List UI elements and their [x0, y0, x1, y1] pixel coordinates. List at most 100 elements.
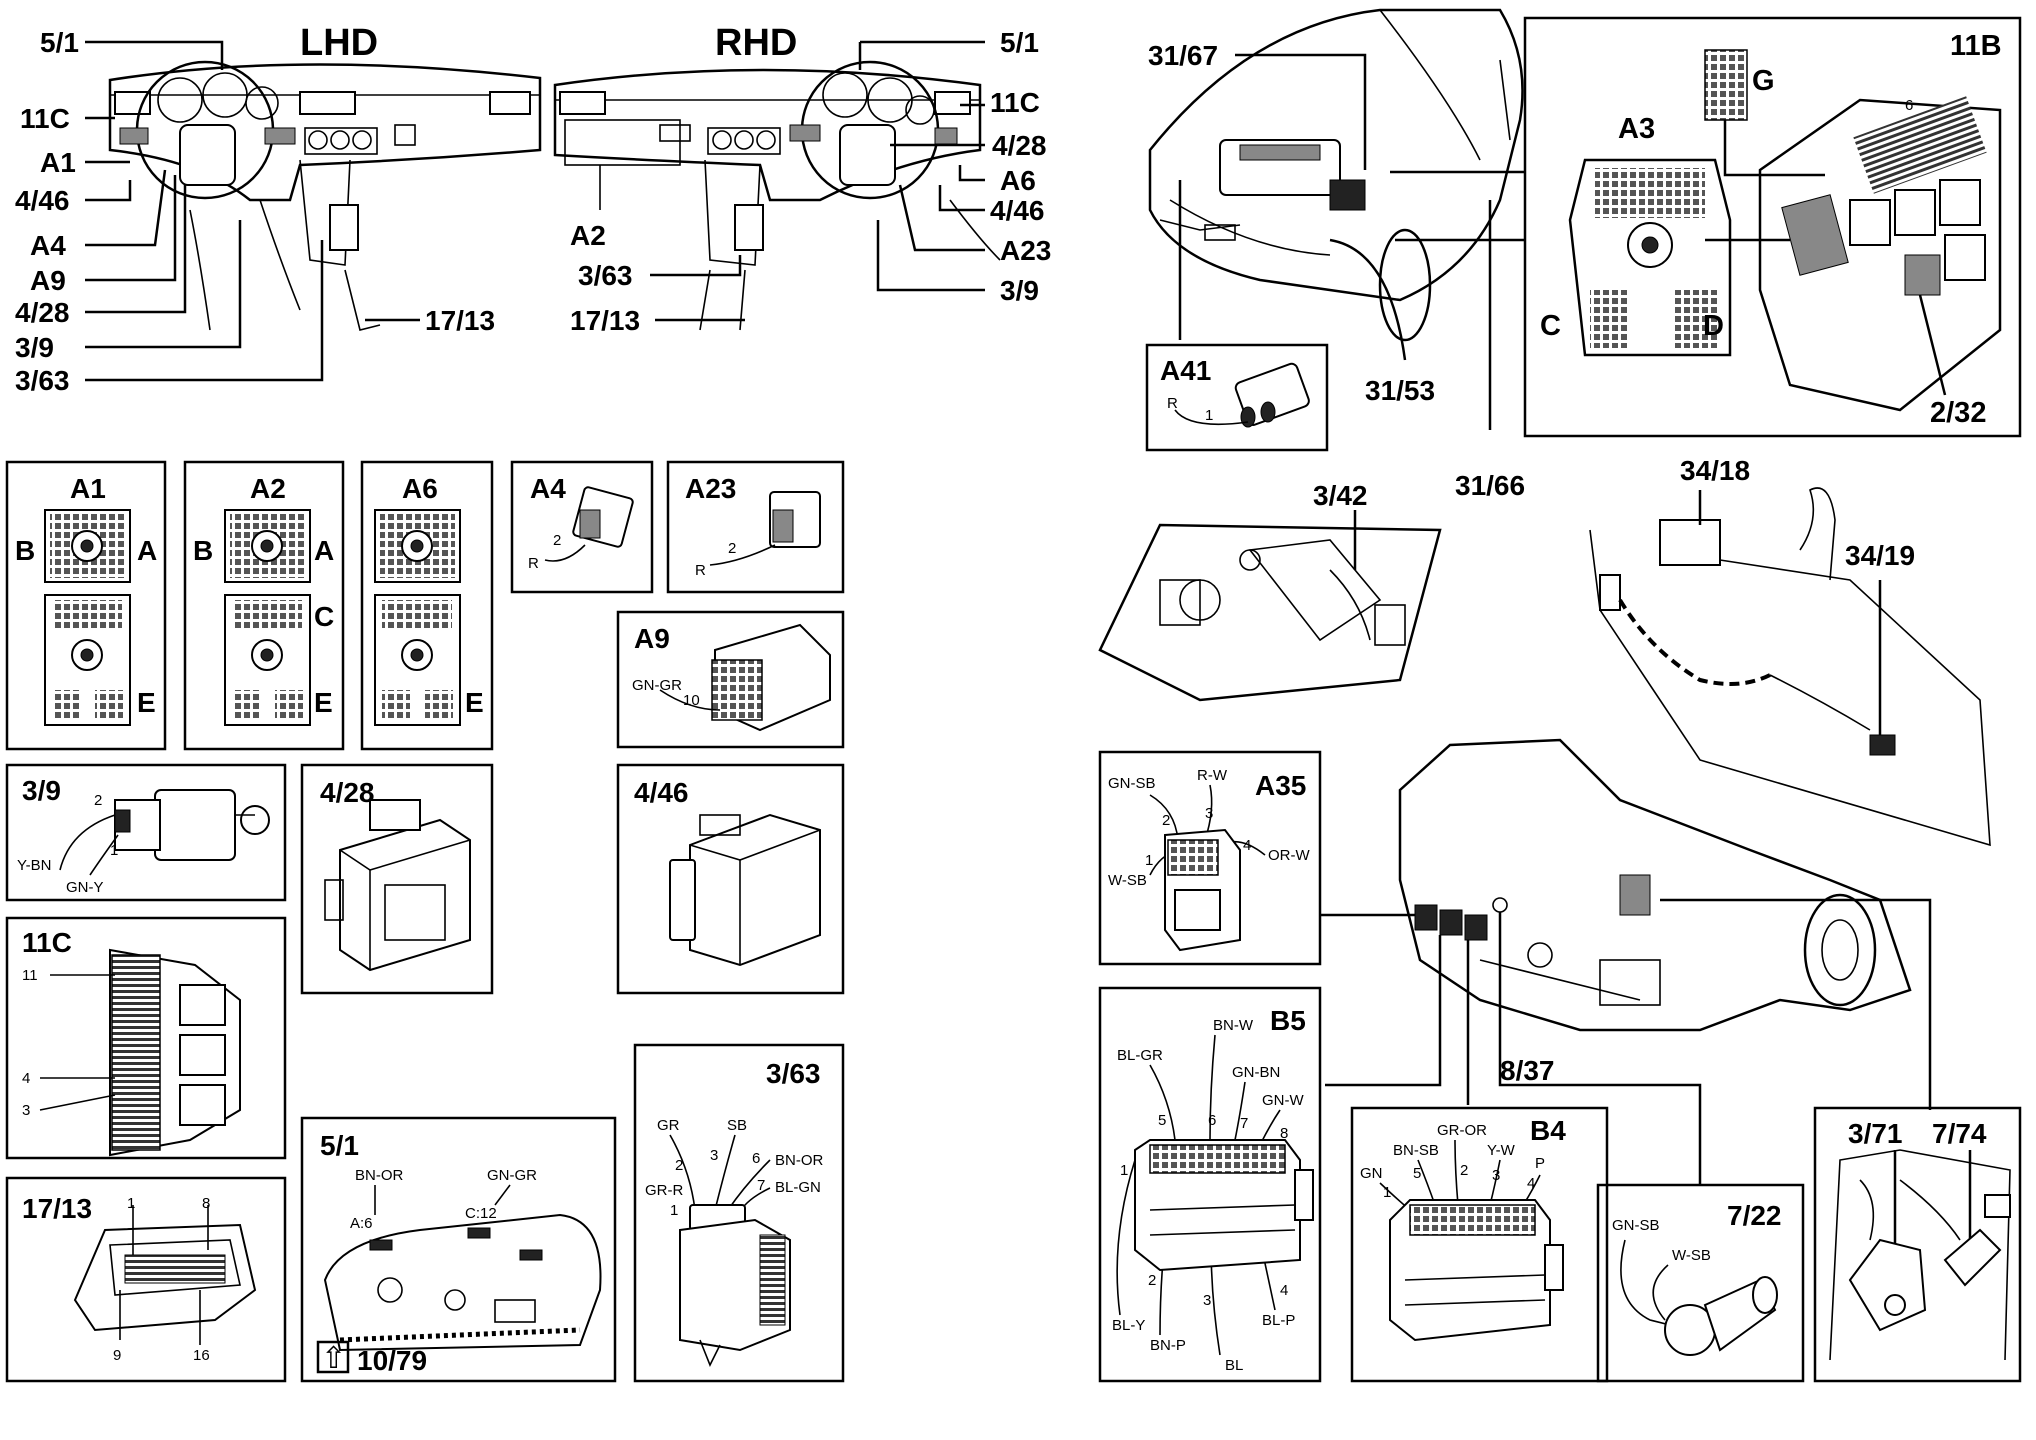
- b4-wire-gn: GN: [1360, 1165, 1383, 1182]
- a35-pin-3: 3: [1205, 805, 1213, 822]
- a1-side-b: B: [15, 535, 35, 566]
- conn-3-63-wire-bl-gn: BL-GN: [775, 1179, 821, 1196]
- fuse-box-label-g: G: [1752, 65, 1775, 97]
- a2-title: A2: [250, 473, 286, 504]
- lhd-title: LHD: [300, 22, 378, 64]
- callout-8-37: 8/37: [1500, 1055, 1555, 1086]
- fuse-box-panel: 11B 6 1 G A3 C D 2/32: [1390, 16, 2022, 438]
- diag-17-13-panel: 17/13 1 8 9 16: [5, 1176, 287, 1383]
- sw-3-9-wire-y-bn: Y-BN: [17, 857, 51, 874]
- a2-side-a: A: [314, 535, 334, 566]
- b4-pin-4: 4: [1527, 1175, 1535, 1192]
- lhd-callout-a4: A4: [30, 230, 66, 261]
- cluster-5-1-wire-gn-gr: GN-GR: [487, 1167, 537, 1184]
- rhd-title: RHD: [715, 22, 797, 64]
- b5-pin-1: 1: [1120, 1162, 1128, 1179]
- a6-title: A6: [402, 473, 438, 504]
- fuse-11c-pin-3: 3: [22, 1102, 30, 1119]
- a35-pin-4: 4: [1243, 837, 1251, 854]
- rhd-callout-3-9: 3/9: [1000, 275, 1039, 306]
- cluster-5-1-wire-bn-or: BN-OR: [355, 1167, 404, 1184]
- a41-wire-r: R: [1167, 395, 1178, 412]
- a6-side-e: E: [465, 687, 484, 718]
- b4-wire-y-w: Y-W: [1487, 1142, 1516, 1159]
- a2-side-e: E: [314, 687, 333, 718]
- lhd-callout-4-28: 4/28: [15, 297, 70, 328]
- a1-side-a: A: [137, 535, 157, 566]
- cluster-5-1-connector-a6: A:6: [350, 1215, 373, 1232]
- sw-3-9-pin-1: 1: [110, 842, 118, 859]
- a41-title: A41: [1160, 355, 1211, 386]
- diag-17-13-pin-1: 1: [127, 1195, 135, 1212]
- lhd-callout-a9: A9: [30, 265, 66, 296]
- conn-7-22-wire-w-sb: W-SB: [1672, 1247, 1711, 1264]
- a2-side-b: B: [193, 535, 213, 566]
- a2-side-c: C: [314, 601, 334, 632]
- lhd-callout-17-13: 17/13: [425, 305, 495, 336]
- up-arrow-icon: ⇧: [321, 1342, 346, 1375]
- a35-title: A35: [1255, 770, 1306, 801]
- diag-17-13-pin-16: 16: [193, 1347, 210, 1364]
- fuse-box-label-11b: 11B: [1950, 30, 2002, 62]
- sensor-label-7-74: 7/74: [1932, 1118, 1987, 1149]
- b4-pin-5: 5: [1413, 1165, 1421, 1182]
- b5-pin-8: 8: [1280, 1125, 1288, 1142]
- a1-title: A1: [70, 473, 106, 504]
- callout-34-18: 34/18: [1680, 455, 1750, 486]
- conn-3-63-title: 3/63: [766, 1058, 821, 1089]
- fuse-box-label-2-32: 2/32: [1930, 397, 1986, 429]
- lhd-callout-11c: 11C: [20, 103, 70, 134]
- conn-3-63-pin-3: 3: [710, 1147, 718, 1164]
- b4-wire-p: P: [1535, 1155, 1545, 1172]
- b4-connector-panel: B4 GR-OR BN-SB Y-W GN P 5 2 3 1 4: [1350, 1106, 1609, 1383]
- b5-wire-bl-y: BL-Y: [1112, 1317, 1145, 1334]
- b5-pin-7: 7: [1240, 1115, 1248, 1132]
- a41-pin-1: 1: [1205, 407, 1213, 424]
- fuse-11c-pin-11: 11: [22, 967, 38, 984]
- a35-wire-gn-sb: GN-SB: [1108, 775, 1156, 792]
- rhd-callout-a6: A6: [1000, 165, 1036, 196]
- conn-3-63-wire-bn-or: BN-OR: [775, 1152, 824, 1169]
- rhd-callout-a2: A2: [570, 220, 606, 251]
- a23-connector-panel: A23 2 R: [666, 460, 845, 594]
- conn-3-63-wire-gr-r: GR-R: [645, 1182, 683, 1199]
- module-4-46-panel: 4/46: [616, 763, 845, 995]
- fuse-11c-pin-4: 4: [22, 1070, 30, 1087]
- cluster-5-1-ref: 10/79: [357, 1345, 427, 1376]
- rhd-callout-4-46: 4/46: [990, 195, 1045, 226]
- conn-3-63-wire-gr: GR: [657, 1117, 680, 1134]
- callout-31-53: 31/53: [1365, 375, 1435, 406]
- conn-7-22-title: 7/22: [1727, 1200, 1782, 1231]
- conn-7-22-wire-gn-sb: GN-SB: [1612, 1217, 1660, 1234]
- lhd-callout-4-46: 4/46: [15, 185, 70, 216]
- module-4-28-panel: 4/28: [300, 763, 494, 995]
- b5-pin-5: 5: [1158, 1112, 1166, 1129]
- conn-3-63-pin-2: 2: [675, 1157, 683, 1174]
- rhd-callout-a23: A23: [1000, 235, 1051, 266]
- conn-3-63-wire-sb: SB: [727, 1117, 747, 1134]
- b5-connector-panel: B5 BN-W BL-GR GN-BN GN-W BL-Y BN-P BL BL…: [1098, 986, 1322, 1383]
- shifter-view: 34/18 34/19: [1589, 455, 1991, 847]
- diag-17-13-pin-9: 9: [113, 1347, 121, 1364]
- a23-title: A23: [685, 473, 736, 504]
- diag-17-13-title: 17/13: [22, 1193, 92, 1224]
- cluster-5-1-panel: 5/1 BN-OR GN-GR A:6 C:12 ⇧ 10/79: [300, 1116, 617, 1383]
- a4-pin-2: 2: [553, 532, 561, 549]
- lhd-callout-3-63: 3/63: [15, 365, 70, 396]
- b5-pin-2: 2: [1148, 1272, 1156, 1289]
- b5-wire-bl: BL: [1225, 1357, 1243, 1374]
- fuse-box-label-a3: A3: [1618, 113, 1655, 145]
- lhd-callout-a1: A1: [40, 147, 76, 178]
- fuse-box-label-c: C: [1540, 310, 1561, 342]
- a35-connector-panel: A35 GN-SB R-W W-SB OR-W 2 3 1 4: [1098, 750, 1322, 966]
- b4-wire-bn-sb: BN-SB: [1393, 1142, 1439, 1159]
- b4-pin-2: 2: [1460, 1162, 1468, 1179]
- sw-3-9-wire-gn-y: GN-Y: [66, 879, 104, 896]
- rhd-callout-4-28: 4/28: [992, 130, 1047, 161]
- fuse-box-label-d: D: [1703, 310, 1724, 342]
- callout-31-67: 31/67: [1148, 40, 1218, 71]
- b5-wire-gn-bn: GN-BN: [1232, 1064, 1280, 1081]
- a35-pin-1: 1: [1145, 852, 1153, 869]
- sensor-label-3-71: 3/71: [1848, 1118, 1903, 1149]
- b5-wire-bl-gr: BL-GR: [1117, 1047, 1163, 1064]
